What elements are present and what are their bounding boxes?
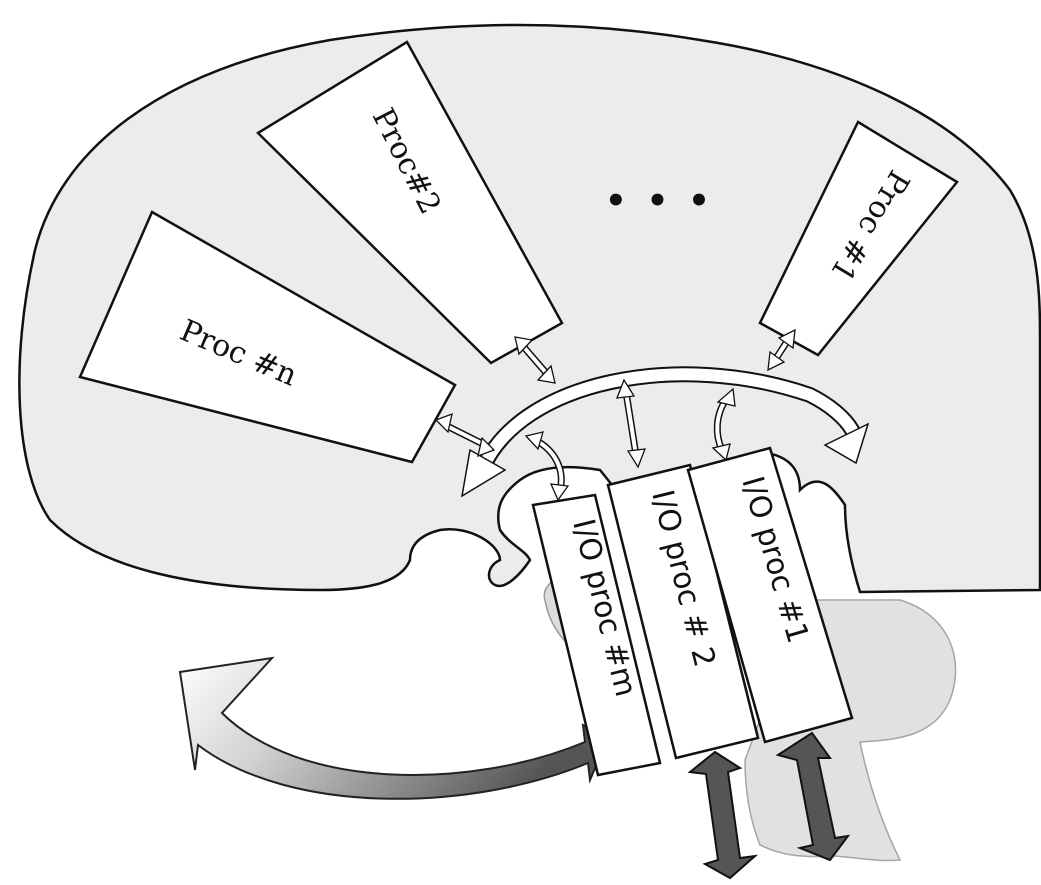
external-io-gradient-arrow xyxy=(180,658,608,799)
ellipsis-dots: • • • xyxy=(605,181,714,221)
